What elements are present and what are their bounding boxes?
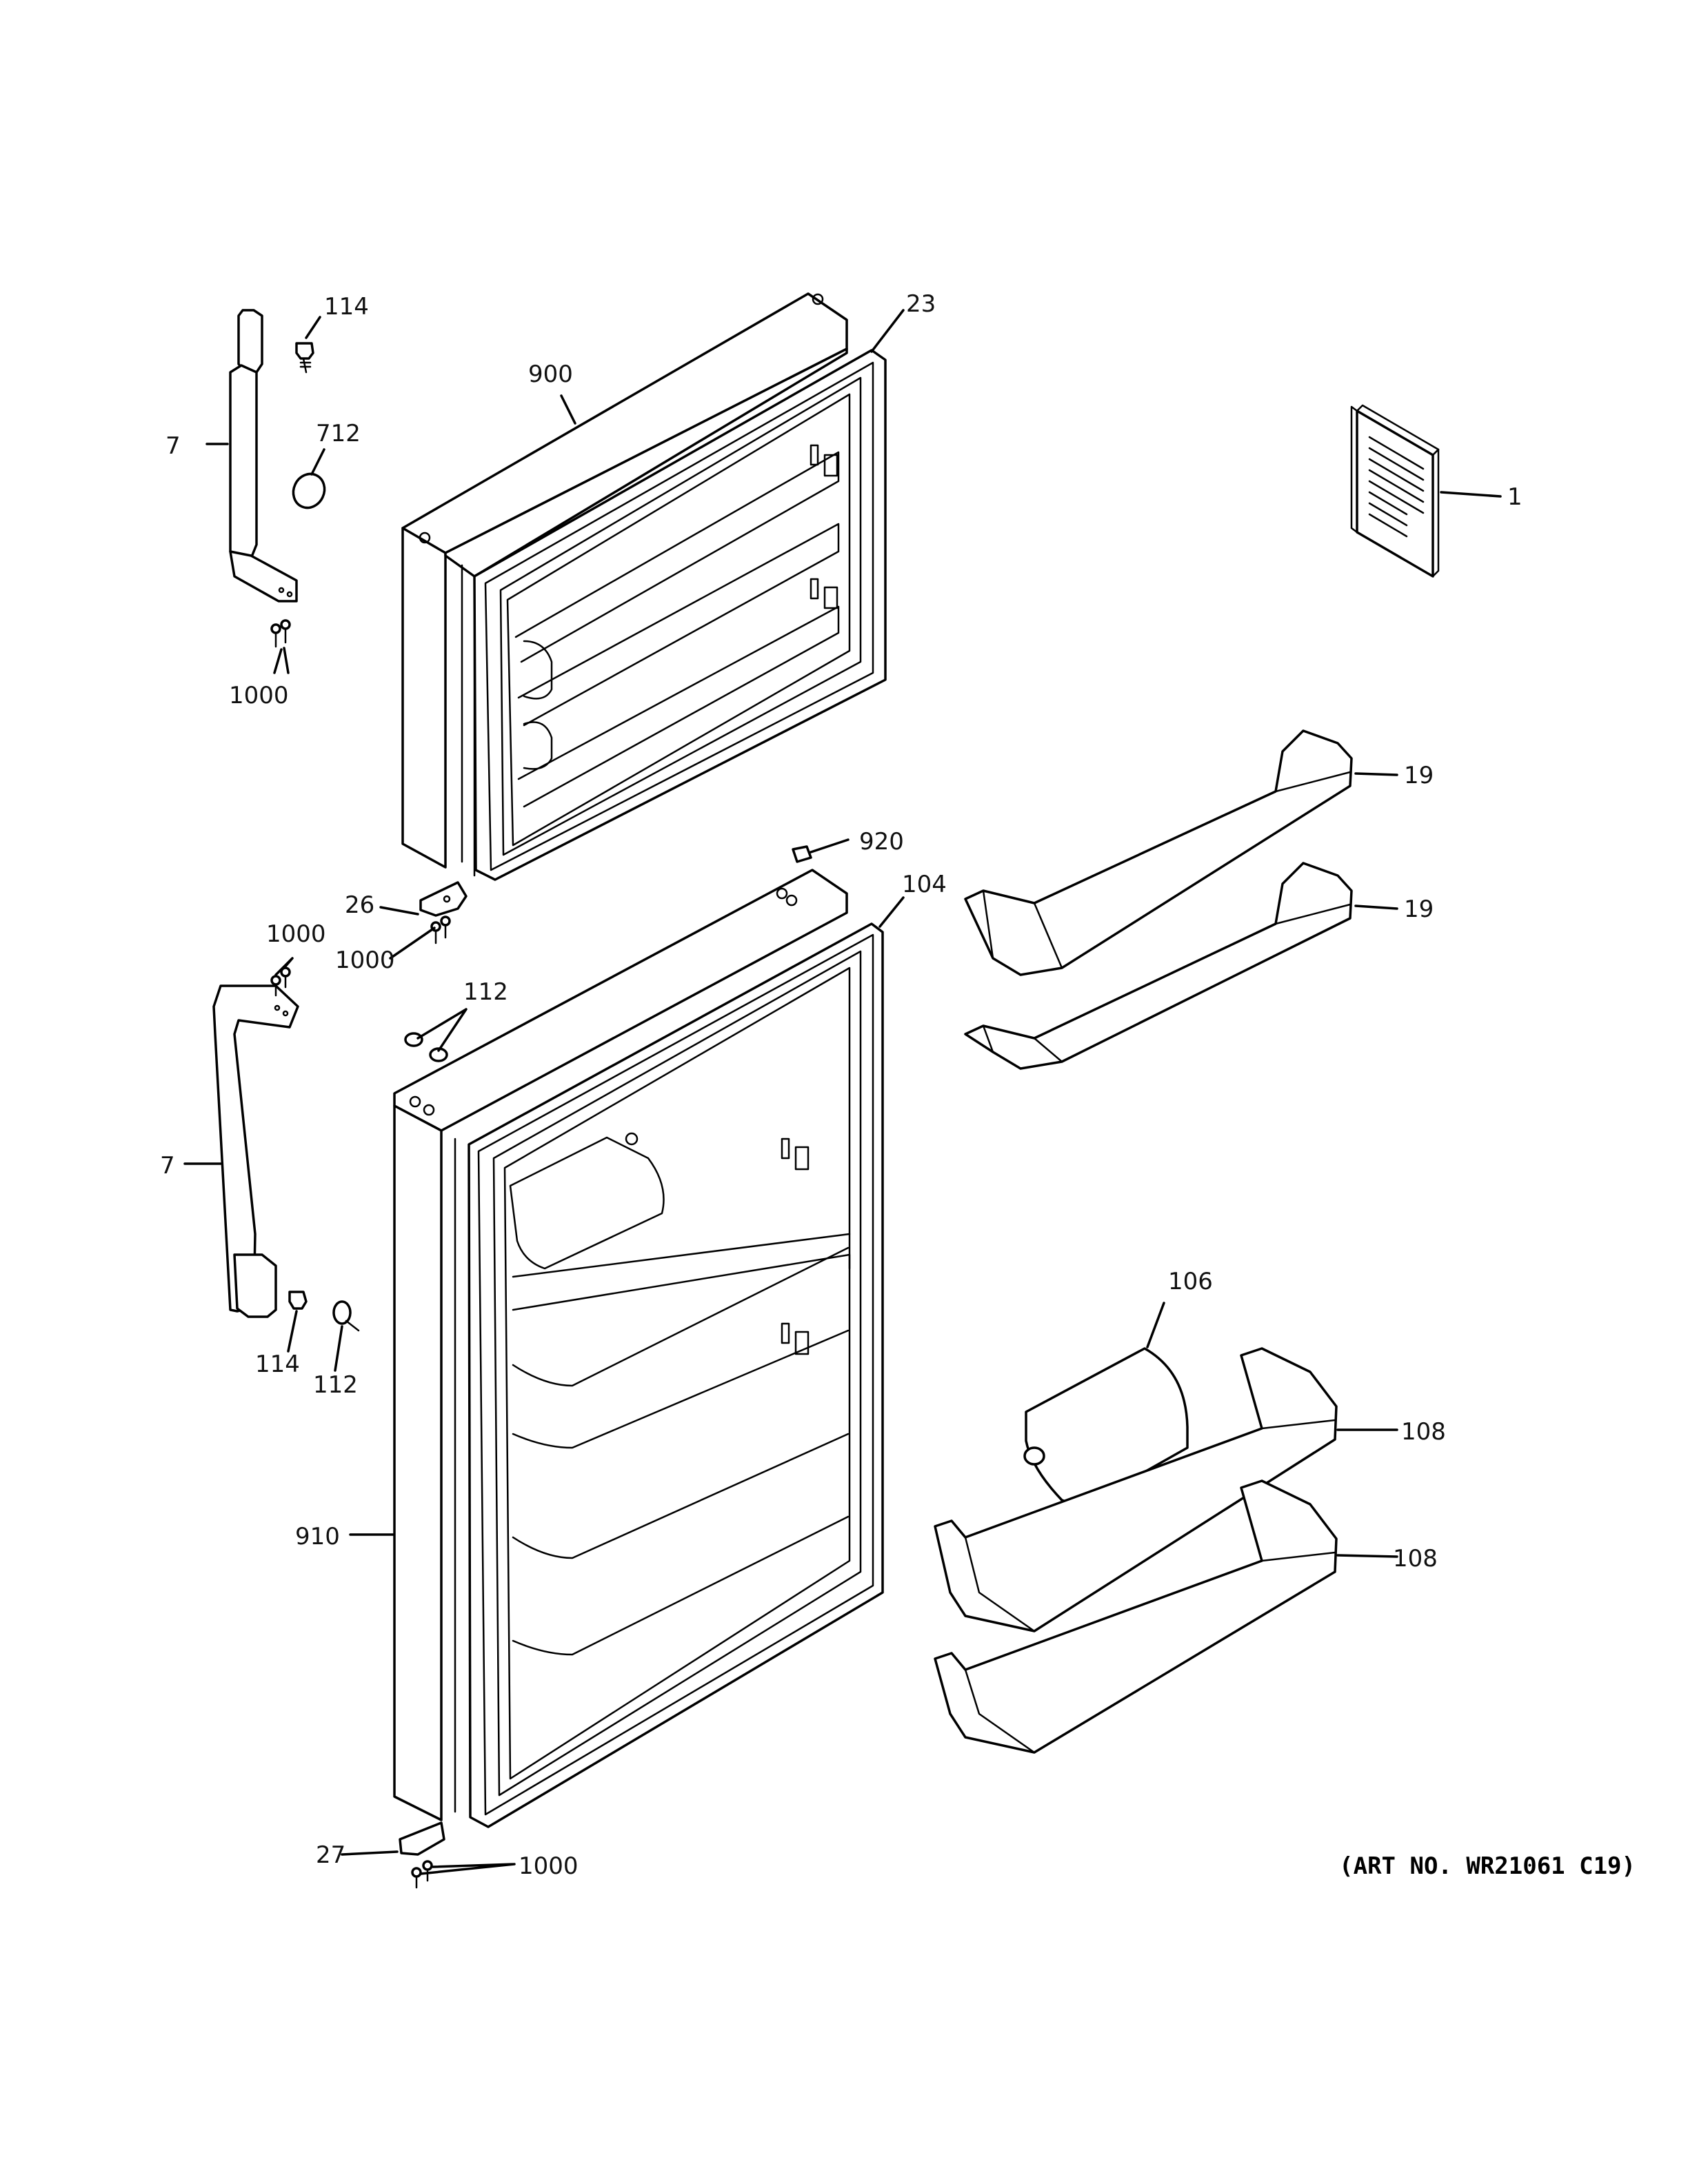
bottom-hinge bbox=[399, 1821, 445, 1856]
freezer-shelf-lower bbox=[964, 862, 1353, 1070]
callout-104: 104 bbox=[902, 871, 947, 898]
freezer-door-liner bbox=[506, 393, 851, 847]
callout-7-bottom: 7 bbox=[160, 1152, 175, 1180]
fresh-food-door-gasket bbox=[468, 922, 884, 1828]
door-stop bbox=[792, 845, 812, 863]
callout-26: 26 bbox=[345, 891, 374, 919]
door-bin-upper bbox=[934, 1347, 1338, 1632]
callout-7-top: 7 bbox=[165, 432, 181, 460]
callout-1000-mid-b: 1000 bbox=[335, 947, 395, 974]
lower-handle-screw bbox=[332, 1300, 360, 1332]
callout-106: 106 bbox=[1168, 1268, 1213, 1295]
center-hinge bbox=[419, 881, 468, 917]
upper-handle-stud bbox=[295, 342, 314, 374]
callout-27: 27 bbox=[316, 1841, 345, 1869]
freezer-door bbox=[401, 292, 848, 877]
callout-920: 920 bbox=[859, 828, 904, 856]
callout-910: 910 bbox=[295, 1523, 340, 1550]
lower-door-handle bbox=[212, 984, 299, 1318]
callout-1000-top: 1000 bbox=[229, 682, 289, 709]
callout-108-lower: 108 bbox=[1393, 1545, 1438, 1573]
callout-1: 1 bbox=[1507, 483, 1523, 511]
leader-lines bbox=[183, 309, 1502, 1875]
callout-114-bottom: 114 bbox=[255, 1351, 300, 1378]
callout-112-top: 112 bbox=[463, 978, 508, 1006]
fresh-food-door-liner bbox=[503, 967, 851, 1780]
owner-manual bbox=[1350, 404, 1440, 578]
callout-1000-mid-a: 1000 bbox=[266, 920, 326, 948]
lower-handle-stud bbox=[288, 1291, 308, 1310]
door-bin-lower bbox=[934, 1479, 1338, 1754]
upper-handle-screws bbox=[270, 619, 291, 648]
dairy-compartment-door bbox=[1023, 1347, 1189, 1508]
callout-19-upper: 19 bbox=[1404, 762, 1434, 789]
art-number: (ART NO. WR21061 C19) bbox=[1339, 1852, 1636, 1880]
callout-23: 23 bbox=[906, 290, 936, 318]
callout-712: 712 bbox=[316, 420, 361, 447]
callout-114-top: 114 bbox=[324, 293, 369, 321]
hinge-screws-mid bbox=[270, 916, 451, 997]
callout-112-bottom: 112 bbox=[313, 1371, 358, 1399]
upper-door-handle bbox=[229, 309, 298, 603]
callout-900: 900 bbox=[528, 361, 573, 388]
o-ring bbox=[292, 472, 326, 509]
freezer-shelf-upper bbox=[964, 729, 1353, 976]
fresh-food-door bbox=[393, 869, 848, 1821]
callout-19-lower: 19 bbox=[1404, 896, 1434, 923]
callout-labels: 114 7 712 1000 900 23 1 19 19 920 104 26… bbox=[160, 290, 1523, 1880]
bottom-hinge-screws bbox=[411, 1860, 433, 1889]
callout-108-upper: 108 bbox=[1401, 1418, 1446, 1446]
callout-1000-bottom: 1000 bbox=[519, 1852, 579, 1880]
